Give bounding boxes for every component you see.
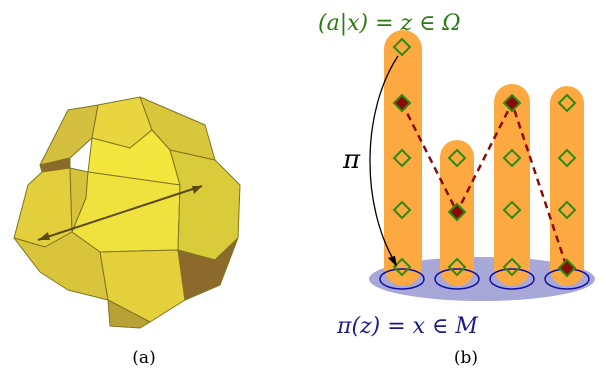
fiber-point	[502, 257, 522, 277]
fiber-point	[392, 200, 412, 220]
panel-b-caption: (b)	[454, 348, 478, 368]
section-point	[557, 258, 577, 278]
fiber-point	[392, 257, 412, 277]
base-point-1	[379, 268, 425, 290]
dodecahedron-face-right	[169, 149, 241, 261]
fiber-point	[502, 200, 522, 220]
projection-label: π	[342, 145, 361, 175]
dodecahedron-face-bottom	[99, 249, 186, 323]
fiber-point	[557, 93, 577, 113]
fiber-point	[447, 257, 467, 277]
fiber-point	[557, 200, 577, 220]
dodecahedron-face-bottom-lower	[107, 299, 151, 329]
fiber-1	[384, 30, 422, 286]
fiber-label: (a|x) = z ∈ Ω	[318, 11, 461, 36]
base-point-3	[489, 268, 535, 290]
dodecahedron-face-top-left	[39, 104, 99, 166]
fiber-4	[550, 86, 584, 286]
base-manifold	[369, 257, 595, 301]
section-point	[392, 93, 412, 113]
fiber-point	[447, 148, 467, 168]
panel-a-dodecahedron	[13, 96, 241, 329]
panel-b-fiber-bundle	[369, 30, 595, 301]
section-path	[400, 99, 569, 269]
dodecahedron-diagonal-arrow	[37, 185, 203, 241]
section-point	[502, 93, 522, 113]
panel-a-caption: (a)	[132, 348, 155, 368]
fiber-point	[502, 148, 522, 168]
projection-arrowhead	[388, 256, 397, 267]
base-point-2	[434, 268, 480, 290]
projection-arrow	[369, 55, 399, 265]
dodecahedron-face-bottom-right	[177, 237, 239, 301]
fiber-3	[494, 84, 530, 286]
fiber-point	[557, 148, 577, 168]
fiber-point	[392, 37, 412, 57]
base-label: π(z) = x ∈ M	[336, 314, 478, 339]
fiber-point	[392, 148, 412, 168]
dodecahedron-face-left	[13, 167, 73, 248]
section-point	[447, 202, 467, 222]
